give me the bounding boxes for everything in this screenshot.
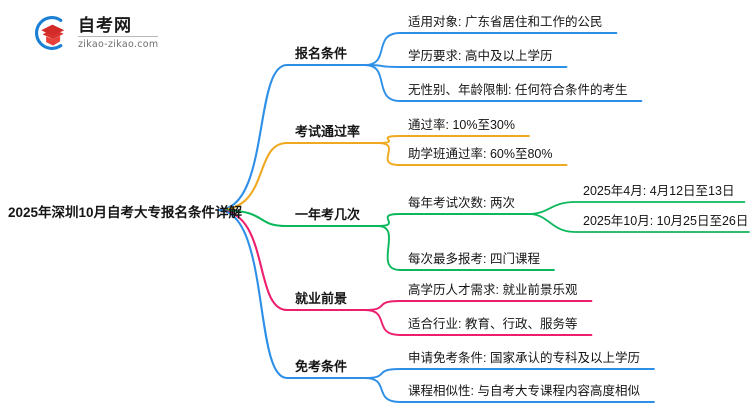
logo-title: 自考网 bbox=[78, 17, 159, 37]
mindmap-link bbox=[364, 368, 655, 379]
mindmap-leaf-label-3-1[interactable]: 每年考试次数: 两次 bbox=[408, 196, 515, 210]
mindmap-branch-label-1[interactable]: 报名条件 bbox=[295, 46, 348, 61]
mindmap-leaf-label-3-2[interactable]: 每次最多报考: 四门课程 bbox=[408, 252, 540, 266]
mindmap-connectors bbox=[216, 32, 750, 403]
mindmap-link bbox=[377, 142, 568, 166]
mindmap-leaf-label-4-2[interactable]: 适合行业: 教育、行政、服务等 bbox=[408, 317, 578, 331]
mindmap-link bbox=[216, 141, 380, 212]
mindmap-link bbox=[364, 64, 568, 68]
mindmap-branch-label-3[interactable]: 一年考几次 bbox=[295, 207, 361, 222]
mindmap-branch-label-5[interactable]: 免考条件 bbox=[295, 359, 348, 374]
mindmap-link bbox=[528, 201, 746, 215]
mindmap-leaf-label-2-1[interactable]: 通过率: 10%至30% bbox=[408, 118, 515, 132]
mindmap-link bbox=[216, 208, 380, 228]
site-logo: 自考网 zikao-zikao.com bbox=[30, 12, 159, 54]
mindmap-link bbox=[364, 300, 593, 311]
mindmap-leaf-label-1-2[interactable]: 学历要求: 高中及以上学历 bbox=[408, 49, 553, 63]
mindmap-link bbox=[364, 32, 618, 66]
mindmap-link bbox=[364, 377, 655, 403]
mindmap-branch-label-2[interactable]: 考试通过率 bbox=[295, 124, 361, 139]
mindmap-link bbox=[377, 213, 530, 227]
mindmap-link bbox=[377, 225, 555, 271]
mindmap-leaf-label-4-1[interactable]: 高学历人才需求: 就业前景乐观 bbox=[408, 283, 578, 297]
mindmap-leaf-label-5-2[interactable]: 课程相似性: 与自考大专课程内容高度相似 bbox=[408, 384, 640, 398]
mindmap-link bbox=[216, 63, 367, 212]
mindmap-leaf-label-1-3[interactable]: 无性别、年龄限制: 任何符合条件的考生 bbox=[408, 83, 628, 97]
mindmap-link bbox=[377, 135, 530, 144]
logo-subtitle: zikao-zikao.com bbox=[78, 38, 159, 50]
mindmap-link bbox=[528, 213, 750, 233]
mindmap-link bbox=[216, 208, 367, 380]
mindmap-link bbox=[216, 208, 367, 312]
mindmap-link bbox=[364, 309, 593, 336]
mindmap-root-label[interactable]: 2025年深圳10月自考大专报名条件详解 bbox=[8, 205, 243, 220]
mindmap-subleaf-label-3-1-1[interactable]: 2025年4月: 4月12日至13日 bbox=[583, 184, 735, 198]
graduation-cap-icon bbox=[35, 16, 65, 50]
mindmap-leaf-label-1-1[interactable]: 适用对象: 广东省居住和工作的公民 bbox=[408, 15, 603, 29]
mindmap-link bbox=[364, 64, 643, 102]
mindmap-leaf-label-5-1[interactable]: 申请免考条件: 国家承认的专科及以上学历 bbox=[408, 351, 640, 365]
mindmap-branch-label-4[interactable]: 就业前景 bbox=[295, 291, 348, 306]
mindmap-leaf-label-2-2[interactable]: 助学班通过率: 60%至80% bbox=[408, 147, 553, 161]
mindmap-subleaf-label-3-1-2[interactable]: 2025年10月: 10月25日至26日 bbox=[583, 214, 749, 228]
